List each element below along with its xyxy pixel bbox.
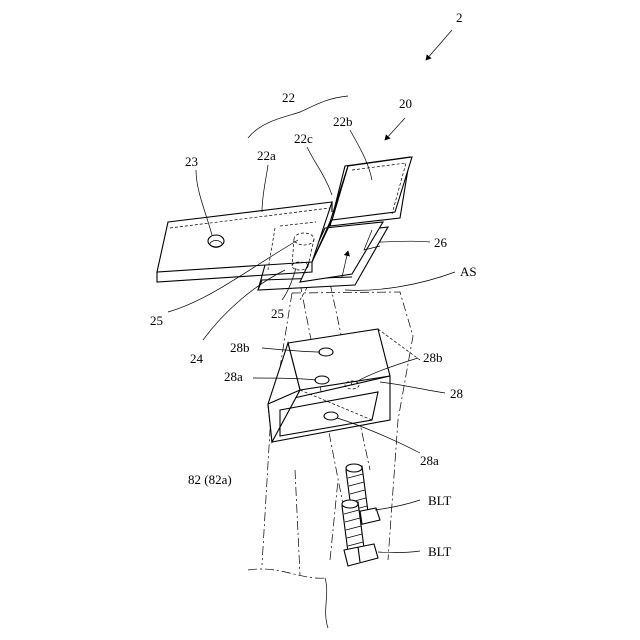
label-28a: 28a bbox=[224, 369, 243, 384]
label-25-right: 25 bbox=[271, 306, 284, 321]
hole-28b bbox=[319, 348, 333, 356]
label-22a: 22a bbox=[257, 148, 276, 163]
label-2: 2 bbox=[456, 10, 463, 25]
label-22c: 22c bbox=[294, 131, 313, 146]
label-25-left: 25 bbox=[150, 313, 163, 328]
label-as: AS bbox=[460, 264, 477, 279]
label-28a-low: 28a bbox=[420, 453, 439, 468]
label-28b-right: 28b bbox=[423, 350, 443, 365]
label-23: 23 bbox=[185, 154, 198, 169]
plate-22a bbox=[157, 202, 332, 272]
block-28 bbox=[268, 329, 420, 442]
label-blt-lower: BLT bbox=[428, 544, 451, 559]
label-20: 20 bbox=[399, 96, 412, 111]
label-24: 24 bbox=[190, 351, 204, 366]
label-22b: 22b bbox=[333, 114, 353, 129]
label-26: 26 bbox=[434, 235, 448, 250]
label-blt-upper: BLT bbox=[428, 493, 451, 508]
hole-28a-mid bbox=[315, 376, 329, 384]
label-28: 28 bbox=[450, 386, 463, 401]
label-28b: 28b bbox=[230, 340, 250, 355]
label-22: 22 bbox=[282, 90, 295, 105]
hole-28a-low bbox=[324, 412, 338, 420]
label-82: 82 (82a) bbox=[188, 472, 232, 487]
